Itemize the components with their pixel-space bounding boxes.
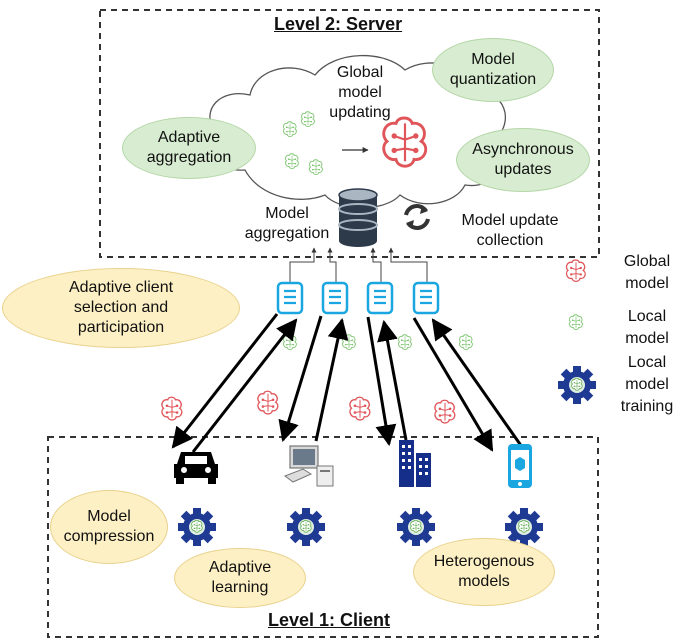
buildings-icon (399, 440, 431, 487)
local-model-icon (283, 334, 297, 350)
model-update-collection-label: Model update collection (461, 212, 559, 249)
model-aggregation-label: Model aggregation (244, 205, 330, 242)
asynchronous-updates-label: Asynchronous updates (472, 141, 574, 178)
adaptive-learning-ellipse: Adaptive learning (174, 548, 306, 608)
adaptive-aggregation-ellipse: Adaptive aggregation (122, 117, 256, 179)
heterogenous-models-ellipse: Heterogenous models (413, 538, 555, 606)
legend-global-model-label: Global model (623, 253, 671, 292)
car-icon (174, 452, 218, 484)
legend-local-model-training-label: Local model training (620, 354, 674, 415)
global-model-icon (382, 116, 428, 168)
model-quantization-ellipse: Model quantization (432, 38, 554, 102)
model-update-doc (366, 281, 394, 315)
asynchronous-updates-ellipse: Asynchronous updates (456, 128, 590, 192)
adaptive-learning-label: Adaptive learning (208, 559, 272, 596)
model-compression-label: Model compression (63, 508, 155, 545)
local-model-icon (283, 121, 297, 137)
local-training-gear-icon (397, 508, 435, 546)
global-model-icon (434, 399, 456, 424)
adaptive-client-selection-label: Adaptive client selection and participat… (68, 279, 174, 336)
local-model-icon (285, 153, 299, 169)
server-box (99, 9, 600, 258)
model-compression-ellipse: Model compression (50, 490, 168, 564)
client-server-arrows (171, 313, 524, 453)
refresh-icon (404, 204, 430, 230)
upload-connectors (289, 247, 428, 283)
local-model-icon (398, 334, 412, 350)
local-training-gear-icon (287, 508, 325, 546)
model-update-doc (412, 281, 440, 315)
adaptive-aggregation-label: Adaptive aggregation (146, 129, 232, 166)
model-quantization-label: Model quantization (449, 51, 537, 88)
legend-global-model-icon (565, 259, 586, 283)
global-model-icon (257, 390, 279, 415)
local-model-icon (459, 334, 473, 350)
local-model-icon (342, 334, 356, 350)
client-level-title: Level 1: Client (268, 610, 391, 630)
desktop-computer-icon (283, 445, 334, 487)
database-icon (338, 188, 378, 247)
client-box (47, 436, 599, 638)
heterogenous-models-label: Heterogenous models (433, 553, 535, 590)
server-level-title: Level 2: Server (274, 14, 403, 34)
adaptive-client-selection-ellipse: Adaptive client selection and participat… (2, 268, 240, 348)
legend-local-model-label: Local model (625, 308, 669, 347)
smartphone-icon (508, 444, 532, 488)
global-model-updating-label: Global model updating (329, 64, 391, 121)
local-training-gear-icon (178, 508, 216, 546)
local-model-icon (309, 159, 323, 175)
model-update-doc (276, 281, 304, 315)
legend-local-model-icon (569, 314, 583, 330)
global-model-icon (161, 396, 183, 421)
model-update-doc (321, 281, 349, 315)
legend-local-training-gear-icon (558, 366, 596, 404)
global-model-icon (349, 396, 371, 421)
